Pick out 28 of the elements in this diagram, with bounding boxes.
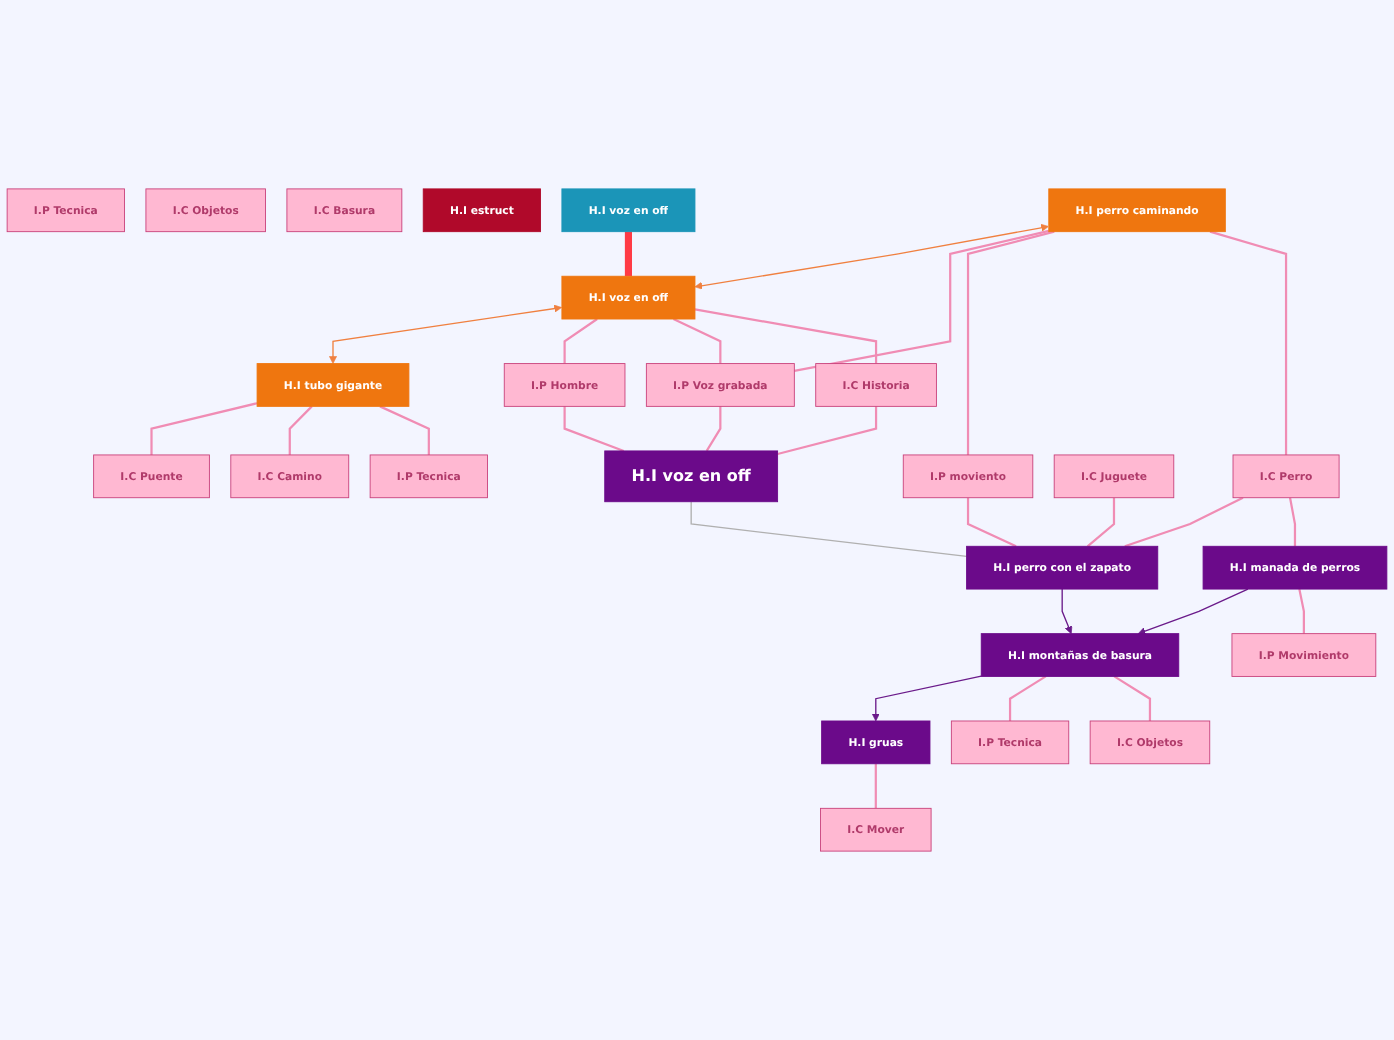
connector: [966, 497, 1017, 548]
connector: [288, 405, 313, 455]
arrow: [1137, 588, 1249, 635]
connector: [150, 402, 258, 455]
arrow: [329, 304, 562, 364]
connector: [1209, 230, 1288, 455]
connector: [563, 406, 625, 452]
connector: [966, 230, 1055, 455]
connector: [694, 308, 878, 364]
connector: [794, 229, 1050, 372]
connector: [777, 406, 878, 456]
arrow: [1061, 588, 1073, 634]
connector: [624, 231, 632, 277]
connector: [1298, 588, 1305, 634]
connector: [874, 763, 877, 809]
connector: [1124, 496, 1244, 548]
connector: [1008, 675, 1047, 721]
connector: [672, 318, 722, 364]
connector: [1288, 497, 1297, 547]
arrow: [871, 675, 982, 722]
connector: [705, 406, 722, 452]
connector: [563, 318, 598, 364]
connector: [690, 501, 968, 558]
connector: [1113, 675, 1152, 721]
connector: [379, 405, 430, 455]
node-box: H.I voz en off: [604, 450, 779, 503]
connector: [1086, 497, 1116, 548]
arrow: [694, 223, 1049, 290]
